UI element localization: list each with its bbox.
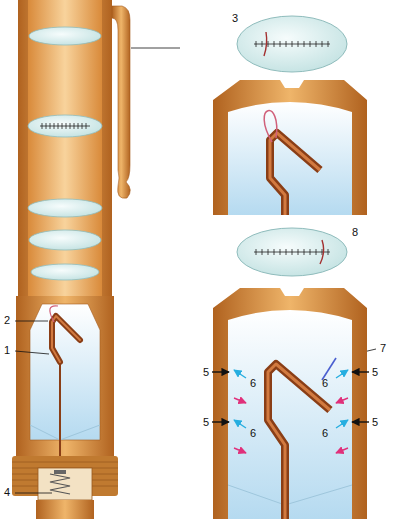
scale-lens [237,16,347,72]
charge-arrows [336,448,348,453]
pen-body [18,0,112,300]
pen-body [28,0,102,300]
callout-number: 8 [352,226,358,239]
charge-arrows [212,421,229,422]
leader-lines [15,493,52,494]
callout-number: 1 [4,344,10,357]
lens-stack [28,27,102,280]
lens-stack [28,199,102,217]
charge-arrows [234,448,246,453]
pen-body [18,0,180,300]
charging-contact [12,456,118,519]
ion-chamber-housing [16,296,114,468]
charge-arrows [352,421,369,422]
scale-lens [237,16,347,72]
callout-number: 2 [4,314,10,327]
scale-lens [237,228,347,276]
lens-stack [29,27,101,45]
chamber-detail [268,364,330,519]
callout-number: 4 [4,486,10,499]
ion-chamber-housing [52,316,80,362]
ion-chamber-housing [30,425,100,440]
leader-lines [15,321,48,322]
callout-number: 5 [203,366,209,379]
chamber-detail [270,133,320,215]
chamber-detail [213,288,367,519]
callout-number: 5 [372,366,378,379]
ion-chamber-housing [59,362,61,468]
chamber-detail [228,310,352,519]
charge-arrows [212,370,369,453]
callout-number: 5 [203,416,209,429]
callout-number: 7 [380,342,386,355]
chamber-detail [213,80,367,215]
leader-lines [15,351,49,354]
ion-chamber-housing [52,316,80,362]
charging-contact [38,468,92,500]
scale-ticks [40,126,90,127]
scale-ticks [40,123,90,129]
lens-stack [28,115,102,137]
scale-lens [264,32,267,56]
chamber-detail [228,102,352,215]
charge-arrows [336,420,348,428]
chamber-detail [268,364,330,519]
charge-arrows [212,371,229,372]
callout-number: 6 [250,427,256,440]
chamber-detail [213,80,367,215]
callout-number: 5 [372,416,378,429]
pen-body [112,6,130,198]
chamber-detail [270,133,320,215]
scale-lens [237,228,347,276]
callout-number: 6 [322,377,328,390]
charge-arrows [336,370,348,378]
callout-number: 3 [232,12,238,25]
lens-stack [31,264,99,280]
charging-contact [50,474,70,494]
ion-chamber-housing [30,304,100,440]
chamber-detail [213,288,367,519]
pen-body [131,48,180,49]
ion-chamber-housing [16,296,114,458]
chamber-detail [228,485,352,505]
scale-ticks [42,123,86,129]
charge-arrows [234,398,246,403]
charging-contact [54,470,66,474]
callout-number: 6 [250,377,256,390]
callout-number: 6 [322,427,328,440]
charge-arrows [352,371,369,372]
charging-contact [36,500,94,519]
chamber-detail [322,358,336,380]
scale-lens [320,240,324,264]
scale-lens [256,249,328,255]
chamber-detail [264,111,277,142]
charge-arrows [234,420,246,428]
charge-arrows [336,398,348,403]
lens-stack [29,230,101,250]
charge-arrows [234,370,246,378]
ion-chamber-housing [50,306,58,322]
